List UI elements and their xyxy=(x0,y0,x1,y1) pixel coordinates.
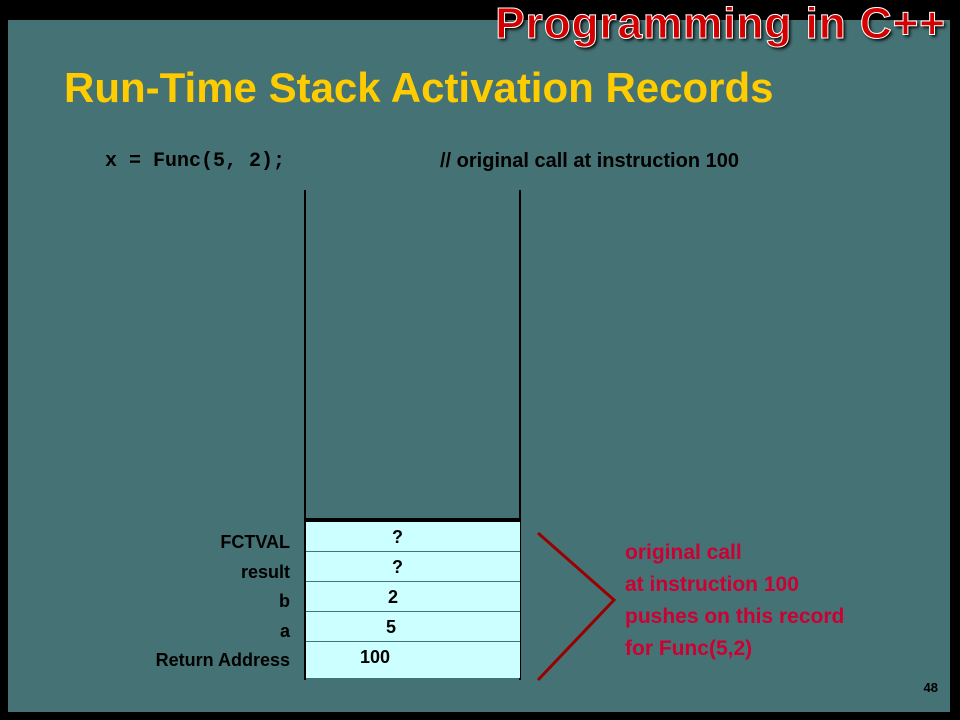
label-result: result xyxy=(240,561,290,582)
value-result: ? xyxy=(392,557,403,577)
code-statement: x = Func(5, 2); xyxy=(105,150,286,173)
label-return-address: Return Address xyxy=(155,650,290,670)
note-line-3: pushes on this record xyxy=(625,605,845,628)
slide-title: Run-Time Stack Activation Records xyxy=(64,64,774,111)
record-labels: FCTVAL result b a Return Address xyxy=(156,528,290,676)
value-return-address: 100 xyxy=(360,647,391,667)
cell-return-address: 100 xyxy=(306,642,520,678)
course-title: Programming in C++ xyxy=(495,0,946,48)
label-a: a xyxy=(279,620,290,641)
value-fctval: ? xyxy=(392,527,403,547)
code-comment: // original call at instruction 100 xyxy=(440,150,739,172)
cell-b: 2 xyxy=(306,582,520,612)
activation-record: ? ? 2 5 100 xyxy=(306,522,520,678)
cell-result: ? xyxy=(306,552,520,582)
value-b: 2 xyxy=(388,587,399,607)
stack-right-wall xyxy=(519,190,521,680)
note-line-4: for Func(5,2) xyxy=(625,637,753,660)
note-line-1: original call xyxy=(625,541,742,564)
cell-a: 5 xyxy=(306,612,520,642)
page-number: 48 xyxy=(923,680,938,695)
cell-fctval: ? xyxy=(306,522,520,552)
label-b: b xyxy=(279,591,290,611)
stack-top-line xyxy=(304,518,521,522)
annotation-note: original call at instruction 100 pushes … xyxy=(625,537,844,665)
label-fctval: FCTVAL xyxy=(220,532,290,552)
value-a: 5 xyxy=(386,617,397,637)
note-line-2: at instruction 100 xyxy=(625,573,799,596)
stack-left-wall xyxy=(304,190,306,680)
